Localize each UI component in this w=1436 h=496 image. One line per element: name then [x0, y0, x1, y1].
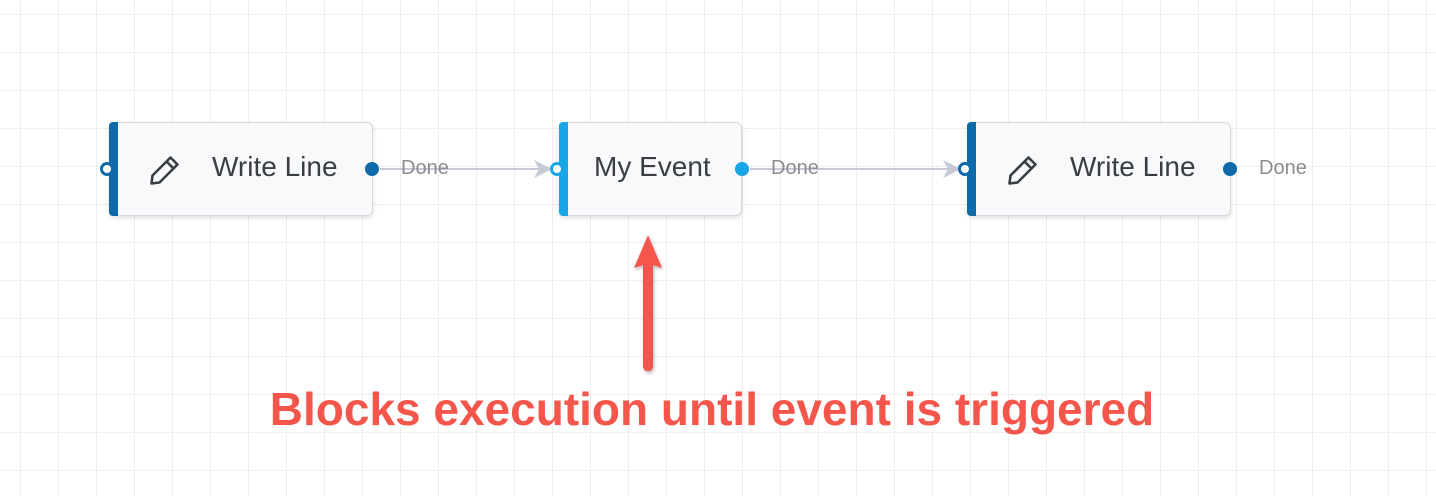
node-output-port-done[interactable] — [1223, 162, 1237, 176]
node-output-port-done[interactable] — [365, 162, 379, 176]
outcome-label-done: Done — [771, 157, 819, 179]
annotation-caption: Blocks execution until event is triggere… — [269, 383, 1155, 435]
annotation-arrow-up-icon — [634, 235, 662, 371]
connector-arrowhead-icon — [943, 160, 961, 178]
activity-node-write-line-1[interactable]: Write Line — [109, 122, 373, 216]
node-label: Write Line — [1070, 151, 1196, 182]
node-output-port-done[interactable] — [735, 162, 749, 176]
outcome-label-done: Done — [1259, 157, 1307, 179]
node-input-port[interactable] — [100, 162, 114, 176]
connector-done-1[interactable] — [380, 168, 546, 170]
activity-node-write-line-2[interactable]: Write Line — [967, 122, 1231, 216]
connector-done-2[interactable] — [750, 168, 955, 170]
node-input-port[interactable] — [550, 162, 564, 176]
node-label: My Event — [594, 151, 711, 182]
node-input-port[interactable] — [958, 162, 972, 176]
node-label: Write Line — [212, 151, 338, 182]
activity-node-my-event[interactable]: My Event — [559, 122, 742, 216]
connector-arrowhead-icon — [534, 160, 552, 178]
outcome-label-done: Done — [401, 157, 449, 179]
pencil-icon — [150, 156, 179, 185]
pencil-icon — [1008, 156, 1037, 185]
